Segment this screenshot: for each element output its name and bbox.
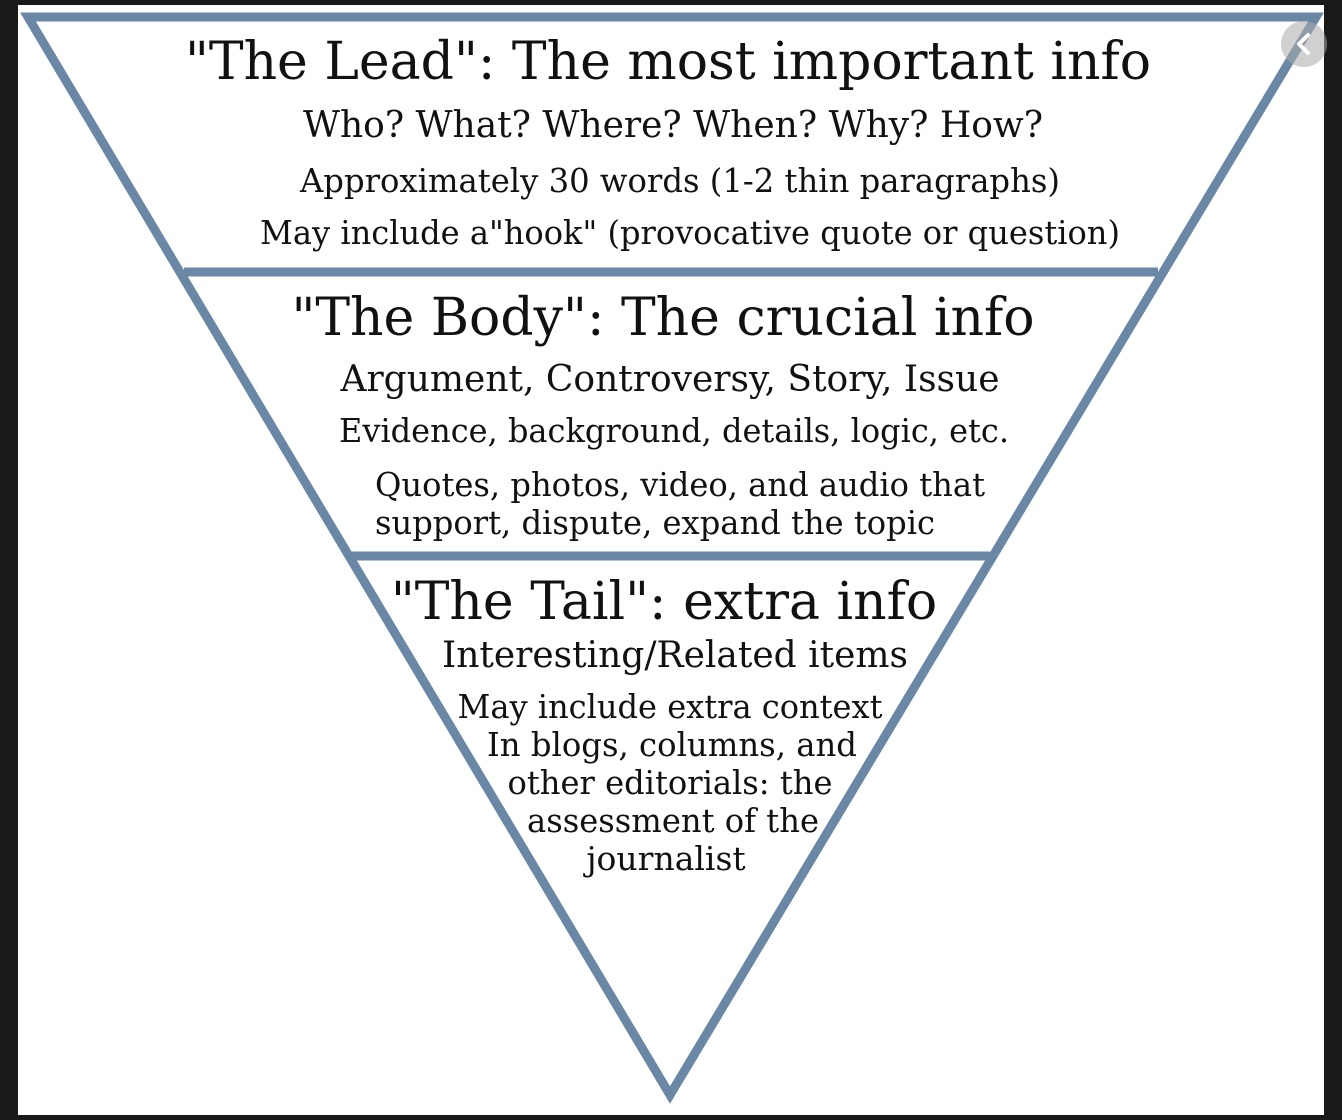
lead-title: "The Lead": The most important info [185, 32, 1151, 92]
lead-line-1: Who? What? Where? When? Why? How? [303, 105, 1043, 146]
tail-line-4: other editorials: the [508, 763, 833, 802]
body-line-3: Quotes, photos, video, and audio that [375, 465, 985, 504]
tail-line-1: Interesting/Related items [442, 635, 908, 676]
body-line-1: Argument, Controversy, Story, Issue [339, 359, 999, 400]
body-line-4: support, dispute, expand the topic [375, 503, 935, 542]
tail-line-2: May include extra context [458, 687, 883, 726]
body-line-2: Evidence, background, details, logic, et… [339, 411, 1009, 450]
body-section: "The Body": The crucial info Argument, C… [291, 288, 1034, 542]
lead-section: "The Lead": The most important info Who?… [185, 32, 1151, 252]
lead-line-2: Approximately 30 words (1-2 thin paragra… [299, 161, 1060, 200]
body-title: "The Body": The crucial info [291, 288, 1034, 348]
previous-image-button[interactable] [1281, 21, 1327, 67]
tail-section: "The Tail": extra info Interesting/Relat… [391, 572, 937, 878]
tail-line-6: journalist [582, 839, 745, 878]
tail-line-3: In blogs, columns, and [487, 725, 857, 764]
tail-line-5: assessment of the [527, 801, 819, 840]
tail-title: "The Tail": extra info [391, 572, 937, 632]
chevron-left-icon [1297, 33, 1310, 55]
lead-line-3: May include a"hook" (provocative quote o… [260, 213, 1120, 252]
